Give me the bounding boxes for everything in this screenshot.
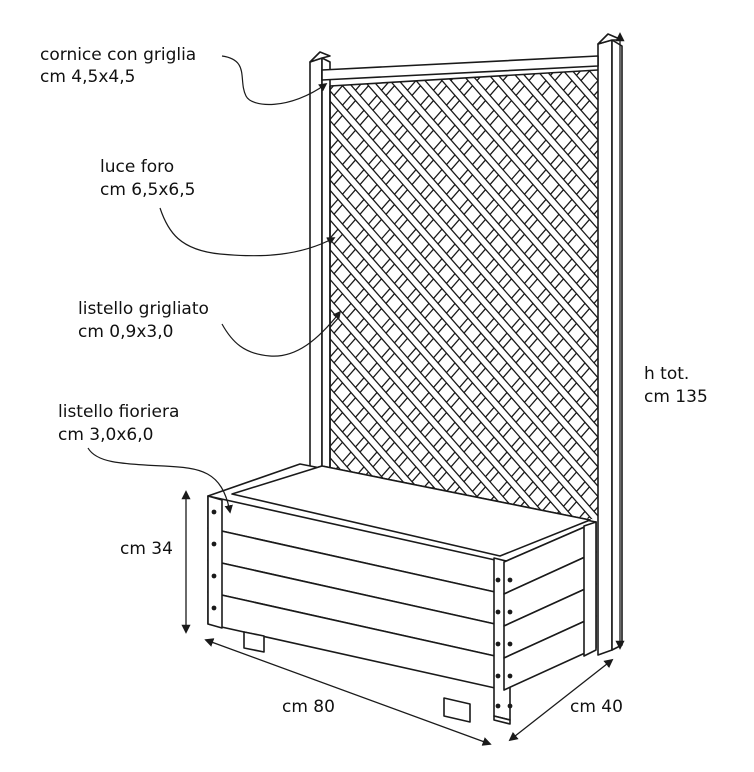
lattice-strip	[330, 70, 445, 520]
lattice-strips-falling	[0, 60, 754, 540]
callout-lattice-name: listello grigliato	[78, 299, 209, 319]
screw-dot	[495, 703, 501, 709]
left-corner-post	[207, 495, 223, 629]
lattice-strip	[612, 60, 754, 540]
callout-hole-size: cm 6,5x6,5	[100, 180, 196, 200]
screw-dot	[507, 641, 513, 647]
lattice-strip	[606, 60, 754, 540]
screw-dot	[507, 703, 513, 709]
lattice-strip	[330, 70, 598, 520]
lattice-strip	[370, 70, 598, 520]
callout-leaders	[87, 55, 342, 514]
leader-hole	[159, 207, 336, 257]
top-rail	[321, 55, 599, 81]
lattice-strip	[0, 60, 47, 540]
lattice-strip	[330, 70, 598, 520]
callout-planter-size: cm 3,0x6,0	[58, 425, 154, 445]
lattice-strip	[330, 70, 575, 520]
screw-dot	[211, 573, 217, 579]
lattice-strip	[330, 70, 598, 520]
lattice-strip	[330, 70, 598, 520]
screw-dot	[495, 641, 501, 647]
callout-lattice-size: cm 0,9x3,0	[78, 322, 174, 342]
lattice-strip	[690, 60, 754, 540]
lattice-strip	[330, 70, 598, 520]
lattice-strip	[330, 70, 517, 520]
lattice-strip	[684, 60, 754, 540]
lattice-strip	[710, 60, 754, 540]
callout-hole-name: luce foro	[100, 157, 175, 177]
lattice-strip	[474, 70, 598, 520]
lattice-strip	[330, 70, 598, 520]
right-post	[597, 39, 613, 656]
left-post	[309, 57, 323, 511]
lattice-strip	[330, 70, 549, 520]
dim-total-height-value: cm 135	[644, 387, 708, 407]
screw-dot	[211, 605, 217, 611]
lattice-strip	[330, 70, 465, 520]
leader-frame	[221, 55, 328, 106]
lattice-strip	[664, 60, 754, 540]
dim-planter-height: cm 34	[120, 539, 173, 559]
lattice-strip	[658, 60, 754, 540]
dim-width: cm 80	[282, 697, 335, 717]
dim-total-height-label: h tot.	[644, 364, 690, 384]
planter-box	[207, 463, 597, 725]
lattice-strip	[330, 70, 569, 520]
lattice-strip	[736, 60, 754, 540]
lattice-strip	[330, 70, 595, 520]
lattice-strip	[0, 60, 73, 540]
screw-dot	[507, 609, 513, 615]
lattice-strip	[330, 70, 523, 520]
left-post-side	[321, 57, 331, 506]
lattice-strip	[330, 70, 497, 520]
lattice-strip	[330, 70, 491, 520]
screw-dot	[495, 609, 501, 615]
lattice-strip	[330, 70, 471, 520]
lattice-strip	[330, 70, 598, 520]
screw-dot	[507, 577, 513, 583]
lattice-strip	[742, 60, 754, 540]
lattice-strip	[344, 70, 598, 520]
lattice-strip	[422, 70, 598, 520]
back-corner-post	[583, 521, 597, 657]
dimension-lines	[181, 32, 625, 746]
leader-lattice	[221, 310, 342, 357]
callout-frame-name: cornice con griglia	[40, 45, 197, 65]
lattice-strip	[448, 70, 598, 520]
lattice-strip	[330, 70, 598, 520]
lattice-strip	[330, 70, 543, 520]
depth-arrow	[508, 658, 614, 742]
lattice-strip	[330, 70, 598, 520]
screw-dot	[211, 509, 217, 515]
callout-frame-size: cm 4,5x4,5	[40, 67, 136, 87]
screw-dot	[495, 673, 501, 679]
width-arrow	[204, 638, 492, 746]
foot-front	[443, 697, 471, 723]
foot-left	[243, 631, 265, 653]
lattice-strip	[0, 60, 21, 540]
screw-dot	[495, 577, 501, 583]
lattice-grid	[0, 60, 754, 540]
lattice-strip	[638, 60, 754, 540]
screw-dot	[507, 673, 513, 679]
leader-planter	[87, 447, 233, 514]
left-post-cap	[309, 51, 331, 63]
lattice-strip	[632, 60, 754, 540]
screw-dot	[211, 541, 217, 547]
dim-depth: cm 40	[570, 697, 623, 717]
callout-planter-name: listello fioriera	[58, 402, 180, 422]
lattice-strip	[716, 60, 754, 540]
lattice-strip	[396, 70, 598, 520]
